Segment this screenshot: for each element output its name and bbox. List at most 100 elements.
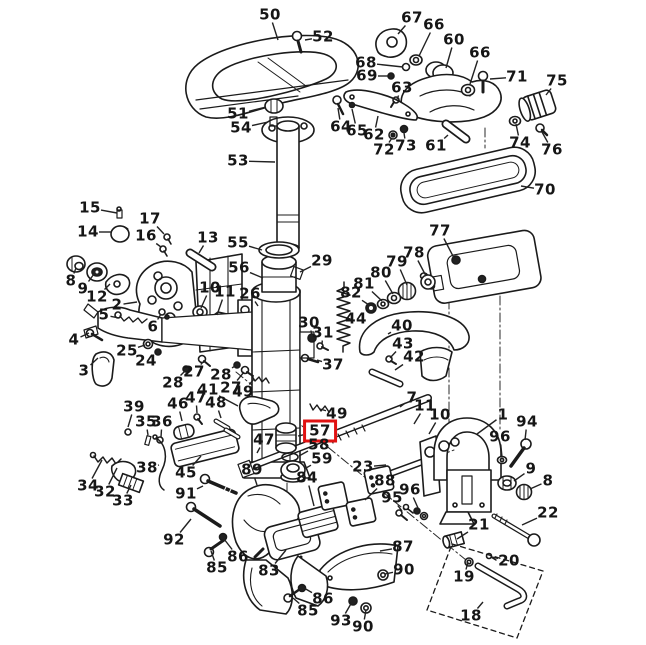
- part-label-63: 63: [391, 78, 413, 97]
- leader-line-39: [127, 414, 133, 428]
- part-label-90: 90: [393, 560, 415, 579]
- part-label-34: 34: [77, 476, 99, 495]
- part-label-39: 39: [123, 397, 145, 416]
- part-label-27: 27: [220, 378, 242, 397]
- leader-line-27: [236, 371, 245, 381]
- leader-line-54: [251, 121, 269, 127]
- part-label-26: 26: [239, 284, 261, 303]
- part-label-85: 85: [297, 601, 319, 620]
- leader-line-59: [305, 464, 312, 469]
- part-label-75: 75: [546, 71, 568, 90]
- leader-line-33: [126, 484, 132, 494]
- leader-line-37: [316, 359, 323, 363]
- leader-line-16: [155, 242, 162, 248]
- leader-line-53: [248, 160, 276, 163]
- leader-line-96: [500, 444, 503, 458]
- part-label-74: 74: [509, 133, 531, 152]
- bolt-52: [291, 30, 303, 54]
- part-label-35: 35: [135, 412, 157, 431]
- leader-line-85: [292, 597, 300, 605]
- part-label-70: 70: [534, 180, 556, 199]
- part-label-43: 43: [392, 334, 414, 353]
- part-label-22: 22: [537, 503, 559, 522]
- part-label-4: 4: [68, 330, 80, 349]
- part-label-90: 90: [352, 617, 374, 636]
- part-label-91: 91: [175, 484, 197, 503]
- part-label-95: 95: [381, 488, 403, 507]
- leader-line-91: [196, 485, 204, 490]
- part-label-40: 40: [391, 316, 413, 335]
- part-label-2: 2: [111, 295, 123, 314]
- leader-line-85: [210, 550, 216, 561]
- leader-line-67: [397, 25, 406, 35]
- kit-box-18: [426, 543, 544, 639]
- part-label-79: 79: [386, 252, 408, 271]
- part-label-31: 31: [312, 323, 334, 342]
- part-label-16: 16: [135, 226, 157, 245]
- leader-line-94: [524, 429, 527, 441]
- leader-line-84: [308, 485, 315, 507]
- leader-line-57: [297, 433, 305, 437]
- part-label-57-highlighted: 57: [303, 419, 337, 443]
- leader-line-83: [274, 549, 287, 564]
- leader-line-62: [374, 115, 379, 128]
- leader-line-66: [418, 32, 432, 57]
- leader-line-6: [157, 313, 162, 320]
- part-label-33: 33: [112, 491, 134, 510]
- leader-line-60: [445, 47, 453, 69]
- part-label-81: 81: [353, 274, 375, 293]
- leader-line-26: [254, 301, 259, 307]
- left-hardware: [85, 308, 170, 387]
- leader-line-75: [545, 88, 552, 96]
- leader-line-86: [303, 587, 313, 594]
- grommet-59: [280, 460, 306, 483]
- leader-line-46: [179, 411, 183, 422]
- leader-line-64: [337, 107, 341, 120]
- part-label-80: 80: [370, 263, 392, 282]
- leader-line-13: [198, 245, 205, 254]
- leader-line-10: [428, 422, 437, 435]
- leader-line-50: [271, 22, 279, 41]
- right-fasteners: [442, 438, 541, 567]
- part-label-49: 49: [326, 404, 348, 423]
- part-label-11: 11: [414, 396, 436, 415]
- part-label-12: 12: [86, 287, 108, 306]
- part-label-19: 19: [453, 567, 475, 586]
- part-label-82: 82: [340, 283, 362, 302]
- leader-line-2: [123, 301, 138, 305]
- clamp-ring-40: [358, 310, 470, 388]
- leader-line-86: [223, 538, 233, 550]
- part-label-84: 84: [296, 468, 318, 487]
- part-label-50: 50: [259, 5, 281, 24]
- leader-line-7: [399, 402, 406, 408]
- leader-line-51: [248, 106, 267, 112]
- part-label-30: 30: [298, 313, 320, 332]
- part-label-76: 76: [541, 140, 563, 159]
- part-label-21: 21: [468, 515, 490, 534]
- part-label-7: 7: [406, 388, 418, 407]
- leader-line-3: [90, 357, 99, 366]
- part-label-67: 67: [401, 8, 423, 27]
- leader-line-47: [256, 447, 261, 454]
- part-label-73: 73: [395, 136, 417, 155]
- part-label-11: 11: [214, 282, 236, 301]
- part-label-18: 18: [460, 606, 482, 625]
- leader-line-11: [413, 413, 422, 425]
- gasket-70: [399, 146, 537, 214]
- part-label-46: 46: [167, 394, 189, 413]
- part-label-72: 72: [373, 140, 395, 159]
- part-label-59: 59: [311, 449, 333, 468]
- part-label-53: 53: [227, 151, 249, 170]
- leader-line-8: [73, 267, 77, 274]
- bottom-fasteners: [185, 473, 429, 614]
- handle-bracket-50: [185, 34, 360, 119]
- part-label-20: 20: [498, 551, 520, 570]
- leader-line-49: [319, 408, 327, 412]
- leader-line-27: [200, 361, 204, 365]
- lower-mount-group: [231, 465, 399, 615]
- leader-line-9: [513, 473, 525, 482]
- part-label-88: 88: [374, 471, 396, 490]
- latch-group: [89, 451, 145, 494]
